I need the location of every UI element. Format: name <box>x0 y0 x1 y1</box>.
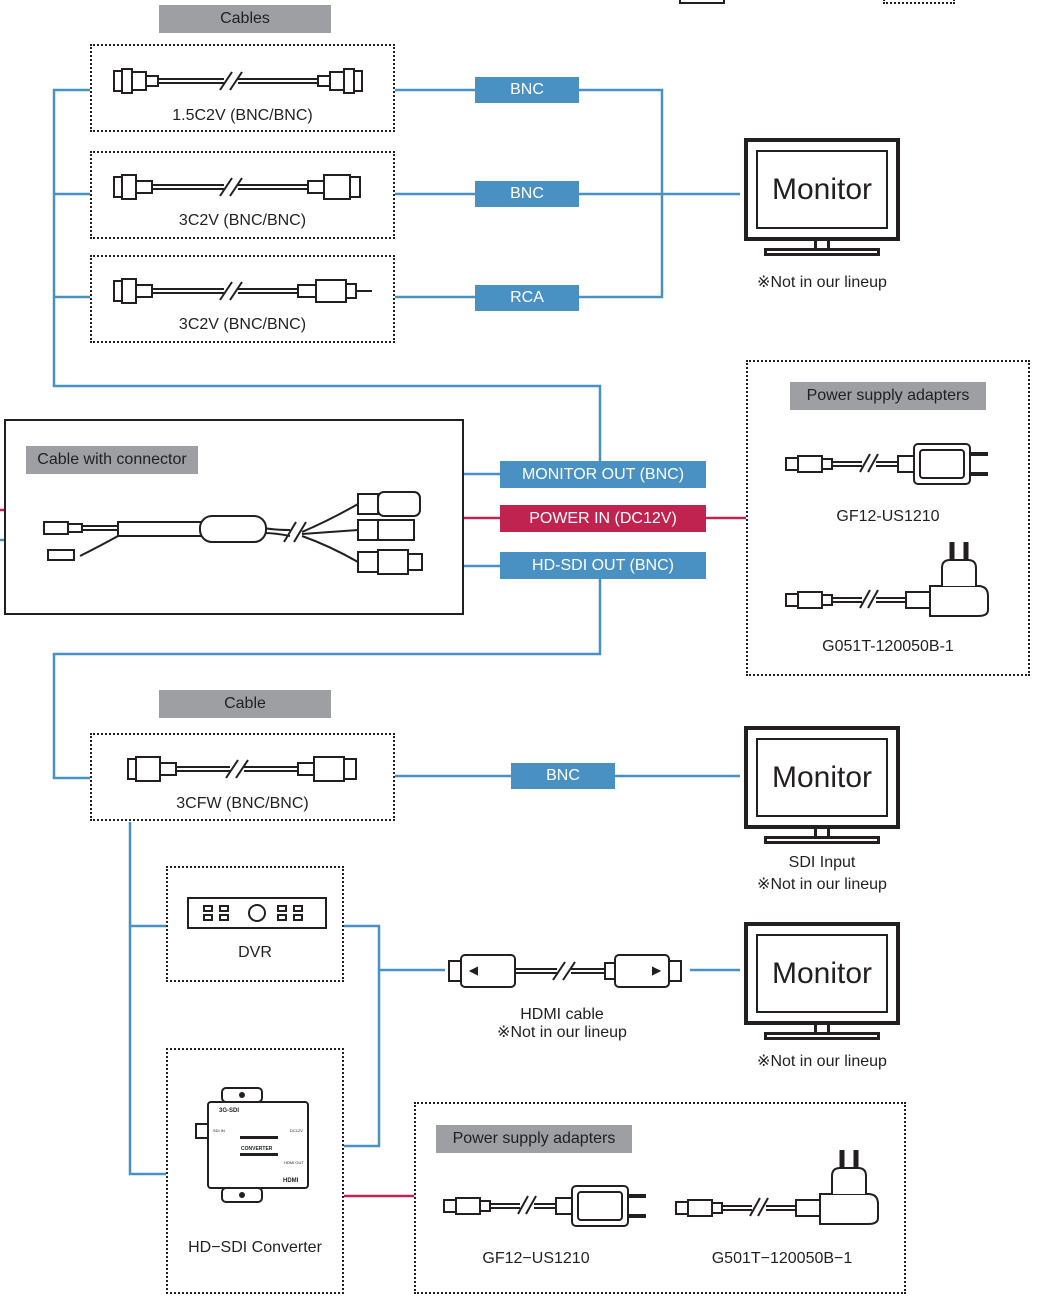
hdmi-cable-note: ※Not in our lineup <box>497 1024 627 1041</box>
converter-label-hdmi: HDMI <box>283 1178 299 1184</box>
bnc-cable-icon <box>127 756 357 782</box>
monitor-sdi-note: ※Not in our lineup <box>757 876 887 893</box>
monitor-hdmi-label: Monitor <box>771 956 873 990</box>
power-adapter-top-2-caption: G051T-120050B-1 <box>822 638 954 655</box>
eu-adapter-icon <box>675 1150 879 1225</box>
power-adapters-bottom-title: Power supply adapters <box>436 1125 632 1153</box>
us-adapter-icon <box>785 443 988 485</box>
bnc-cable-icon <box>113 174 361 200</box>
monitor-base <box>764 836 880 844</box>
cable-item-3-caption: 3C2V (BNC/BNC) <box>178 316 307 333</box>
dvr-caption: DVR <box>238 944 272 961</box>
monitor-stand <box>814 829 830 838</box>
cable-item-3-connector-label: RCA <box>475 285 579 311</box>
monitor-sdi: Monitor <box>744 726 900 846</box>
monitor-hdmi: Monitor <box>744 922 900 1042</box>
monitor-top: Monitor <box>744 138 900 258</box>
hdmi-cable-caption: HDMI cable <box>520 1006 604 1023</box>
connector-cable-icon <box>43 491 423 575</box>
converter-label-center: CONVERTER <box>241 1146 273 1152</box>
cables-section-title: Cables <box>159 5 331 33</box>
monitor-base <box>764 1032 880 1040</box>
power-adapter-top-1-caption: GF12-US1210 <box>836 508 940 525</box>
monitor-hdmi-note: ※Not in our lineup <box>757 1053 887 1070</box>
converter-label-top: 3G-SDI <box>219 1108 240 1114</box>
power-in-port[interactable]: POWER IN (DC12V) <box>500 505 706 532</box>
cable-3cfw-connector-label: BNC <box>511 763 615 789</box>
power-adapter-bottom-2-caption: G501T−120050B−1 <box>711 1250 853 1267</box>
cable-with-connector-title: Cable with connector <box>26 446 198 474</box>
cable-item-1-caption: 1.5C2V (BNC/BNC) <box>172 107 313 124</box>
hdmi-cable-icon <box>448 954 682 988</box>
eu-adapter-icon <box>785 542 989 617</box>
power-adapters-top-title: Power supply adapters <box>790 382 986 410</box>
us-adapter-icon <box>443 1185 646 1227</box>
monitor-sdi-input-label: SDI Input <box>788 854 856 871</box>
bnc-cable-icon <box>113 68 363 94</box>
cable-3cfw-caption: 3CFW (BNC/BNC) <box>176 795 309 812</box>
monitor-top-note: ※Not in our lineup <box>757 274 887 291</box>
power-adapters-top-box <box>746 360 1030 676</box>
partial-box-left <box>679 0 725 4</box>
monitor-top-label: Monitor <box>771 172 873 206</box>
monitor-stand <box>814 241 830 250</box>
monitor-sdi-label: Monitor <box>771 760 873 794</box>
converter-icon <box>195 1087 309 1203</box>
hd-sdi-out-port[interactable]: HD-SDI OUT (BNC) <box>500 552 706 579</box>
bnc-rca-cable-icon <box>113 278 372 304</box>
dvr-icon <box>187 897 327 929</box>
cable-item-2-connector-label: BNC <box>475 181 579 207</box>
converter-label-sdi-in: SDI IN <box>213 1128 225 1133</box>
partial-box-right <box>883 0 955 4</box>
monitor-base <box>764 248 880 256</box>
monitor-out-port[interactable]: MONITOR OUT (BNC) <box>500 461 706 488</box>
converter-label-dc12v: DC12V <box>290 1128 303 1133</box>
converter-caption: HD−SDI Converter <box>188 1239 322 1256</box>
converter-label-hdmi-out: HDMI OUT <box>284 1160 304 1165</box>
power-adapter-bottom-1-caption: GF12−US1210 <box>482 1250 590 1267</box>
cable-section-title: Cable <box>159 690 331 718</box>
cable-item-2-caption: 3C2V (BNC/BNC) <box>178 212 307 229</box>
cable-item-1-connector-label: BNC <box>475 77 579 103</box>
monitor-stand <box>814 1025 830 1034</box>
